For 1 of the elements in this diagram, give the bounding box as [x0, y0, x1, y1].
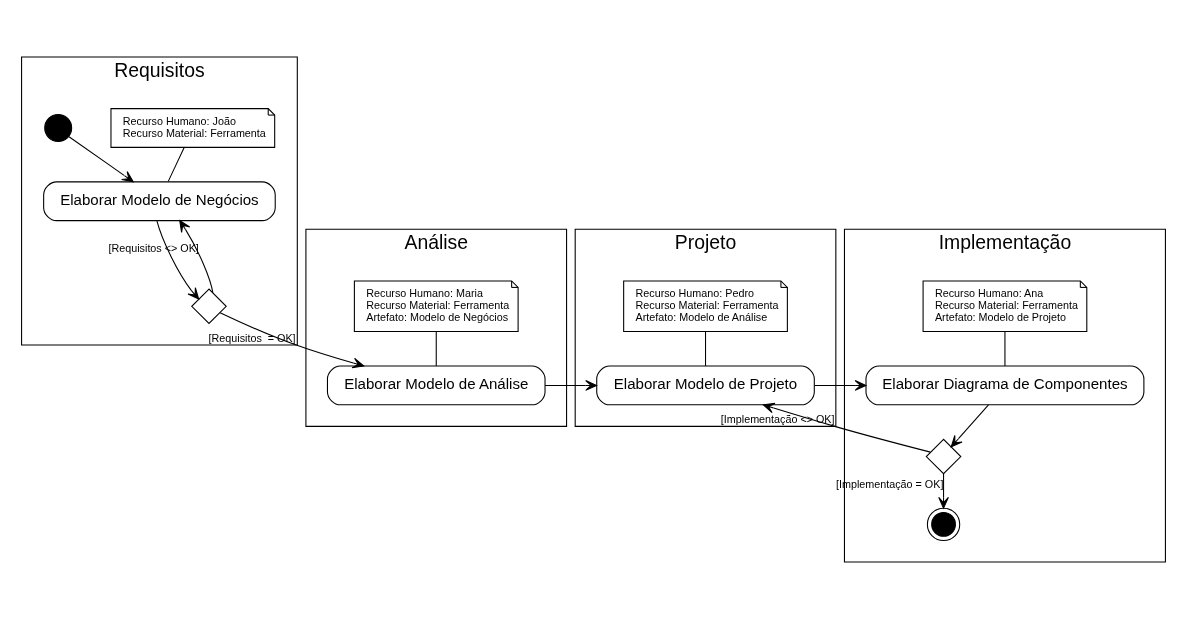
edge-label: [Requisitos = OK] — [208, 331, 296, 344]
